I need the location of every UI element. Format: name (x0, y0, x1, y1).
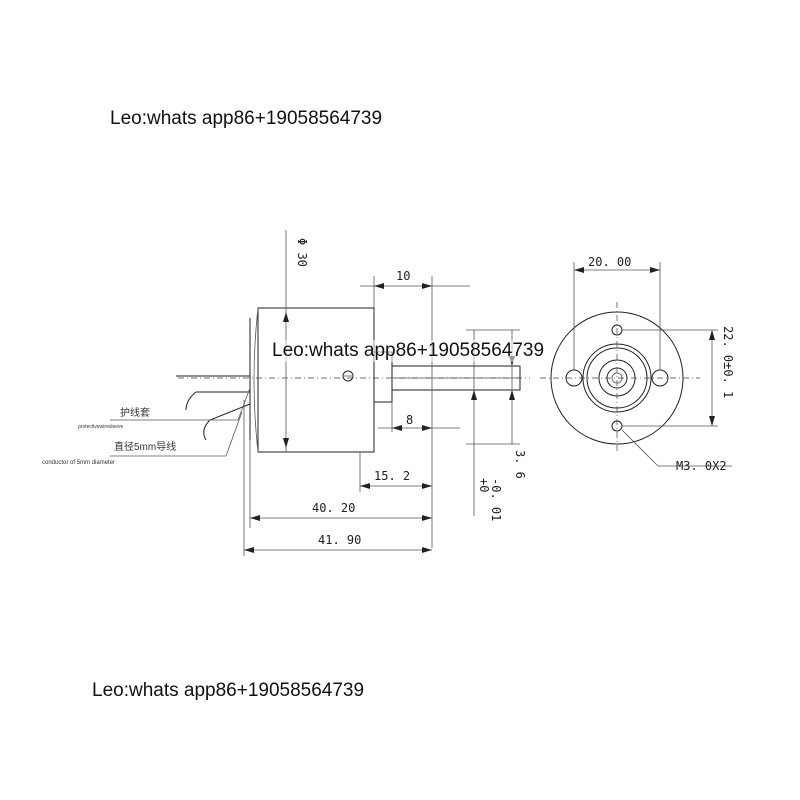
contact-watermark-middle: Leo:whats app86+19058564739 (272, 340, 545, 362)
motor-body (257, 307, 375, 453)
dim-41-90: 41. 90 (318, 533, 361, 547)
tolerance-minus: -0. 01 (489, 478, 503, 521)
body-left-edge (253, 307, 259, 453)
dim-20: 20. 00 (588, 255, 631, 269)
sleeve-label-en: protectivewiresleeve (78, 424, 124, 430)
tolerance-plus: +0 (477, 478, 491, 492)
dim-8: 8 (406, 413, 413, 427)
dim-15-2: 15. 2 (374, 469, 410, 483)
sleeve-label-cn: 护线套 (120, 406, 150, 419)
dim-diameter: Φ 30 (295, 238, 309, 267)
front-view: 20. 00 22. 0±0. 1 M3. 0X2 (540, 255, 735, 473)
dim-22: 22. 0±0. 1 (721, 326, 735, 398)
wire-label-cn: 直径5mm导线 (114, 440, 176, 453)
screw-mark (342, 370, 354, 382)
thread-spec: M3. 0X2 (676, 459, 727, 473)
dim-10: 10 (396, 269, 410, 283)
contact-watermark-bottom: Leo:whats app86+19058564739 (92, 680, 365, 701)
bearing-ring (598, 359, 636, 397)
wire-label-en: conductor of 5mm diameter (42, 460, 115, 466)
contact-watermark-top: Leo:whats app86+19058564739 (110, 108, 383, 129)
dim-3-6: 3. 6 (513, 450, 527, 479)
dim-40-20: 40. 20 (312, 501, 355, 515)
side-view: Φ 30 10 8 15. 2 40. 20 41. 90 3. 6 +0 -0… (42, 230, 530, 556)
